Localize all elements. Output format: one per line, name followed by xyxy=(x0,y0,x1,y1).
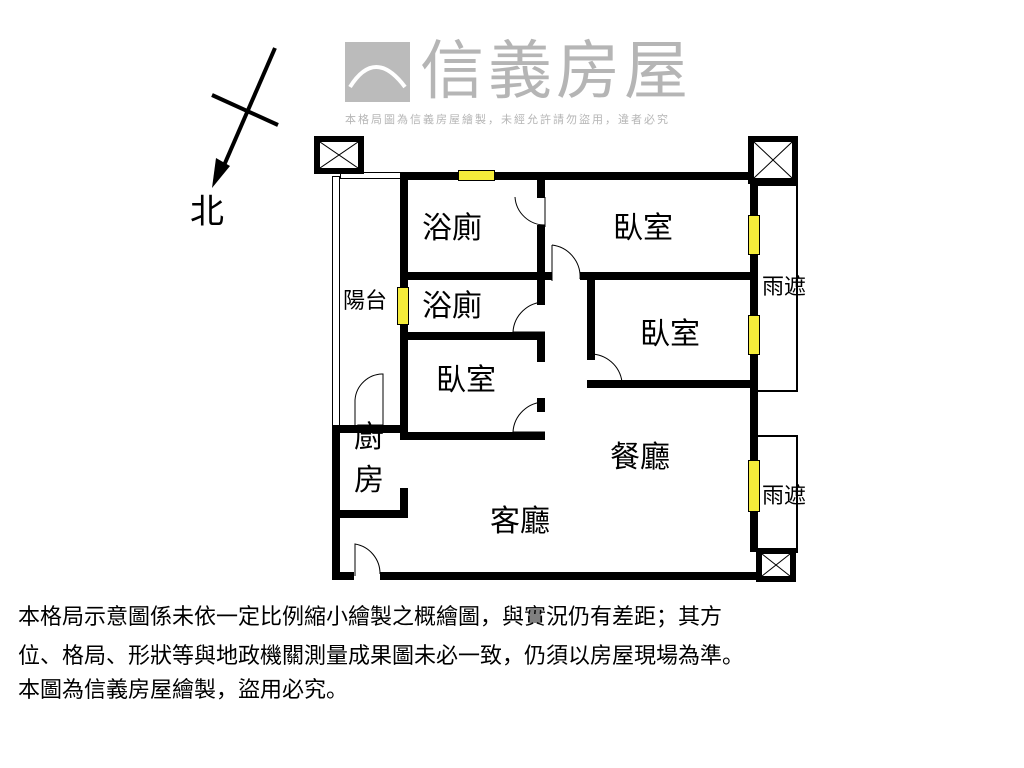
room-label-dining: 餐廳 xyxy=(610,440,670,475)
balcony-rail xyxy=(332,176,340,428)
disclaimer-line: 位、格局、形狀等與地政機關測量成果圖未必一致，仍須以房屋現場為準。 xyxy=(18,644,745,669)
disclaimer-line: 本格局示意圖係未依一定比例縮小繪製之概繪圖，與實況仍有差距；其方 xyxy=(18,605,723,630)
wall xyxy=(587,272,595,360)
wall xyxy=(400,172,756,180)
room-label-awning: 雨遮 xyxy=(762,275,807,300)
door-icon xyxy=(512,301,546,333)
room-label-bath: 浴廁 xyxy=(422,211,482,246)
door-icon xyxy=(512,401,546,433)
room-label-kitchen: 廚 xyxy=(354,420,384,455)
north-label: 北 xyxy=(190,192,224,232)
room-label-kitchen: 房 xyxy=(354,463,384,498)
watermark-logo-text: 信義房屋 xyxy=(420,35,692,109)
column xyxy=(756,548,796,582)
column xyxy=(314,136,364,174)
watermark-notice: 本格局圖為信義房屋繪製，未經允許請勿盜用，違者必究 xyxy=(345,113,670,126)
wall xyxy=(400,432,545,440)
window xyxy=(748,460,760,512)
wall xyxy=(400,272,552,280)
window xyxy=(397,287,409,325)
room-label-bedroom: 臥室 xyxy=(613,211,673,246)
wall xyxy=(332,510,408,518)
door-icon xyxy=(589,353,623,383)
window xyxy=(748,315,760,355)
wall xyxy=(580,272,756,280)
wall xyxy=(537,398,545,412)
door-icon xyxy=(551,244,581,281)
room-label-bath: 浴廁 xyxy=(422,289,482,324)
room-label-balcony: 陽台 xyxy=(343,289,388,314)
watermark-logo-icon xyxy=(345,42,410,102)
wall xyxy=(400,488,408,518)
wall xyxy=(332,425,340,580)
disclaimer-line: 本圖為信義房屋繪製，盜用必究。 xyxy=(18,678,349,703)
room-label-living: 客廳 xyxy=(490,504,550,539)
wall xyxy=(750,172,758,552)
window xyxy=(458,170,495,181)
room-label-bedroom: 臥室 xyxy=(436,363,496,398)
wall xyxy=(332,425,408,433)
window xyxy=(748,215,760,255)
wall xyxy=(332,572,354,580)
wall xyxy=(587,380,756,388)
door-icon xyxy=(354,373,384,425)
door-icon xyxy=(514,196,546,227)
wall xyxy=(537,225,545,305)
column xyxy=(748,136,798,184)
room-label-bedroom: 臥室 xyxy=(640,317,700,352)
wall xyxy=(537,332,545,362)
wall xyxy=(400,332,545,340)
entrance-door-icon xyxy=(354,543,381,576)
wall xyxy=(537,172,545,198)
compass-icon xyxy=(211,47,279,188)
wall xyxy=(380,572,756,580)
room-label-awning: 雨遮 xyxy=(762,484,807,509)
